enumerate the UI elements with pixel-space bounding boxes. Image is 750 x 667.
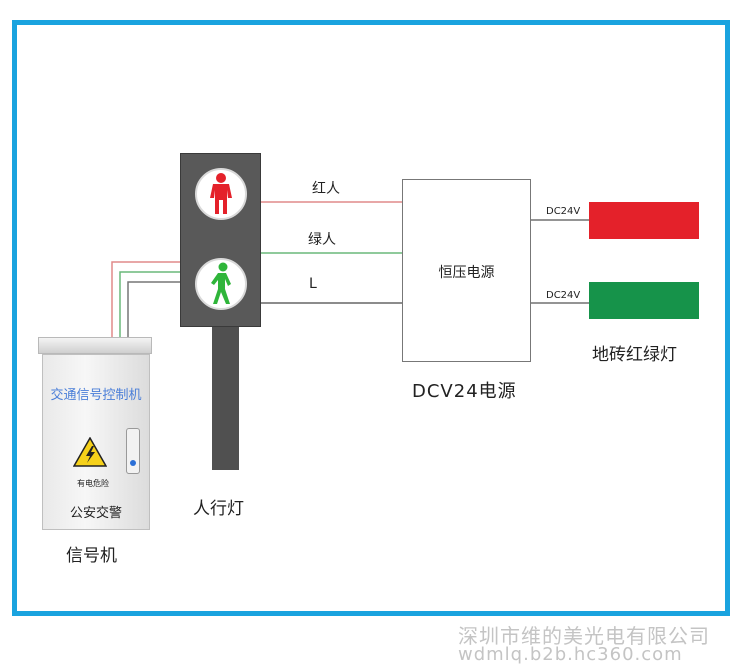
high-voltage-warning-icon: [73, 437, 107, 467]
controller-label: 信号机: [66, 546, 117, 566]
watermark-url: wdmlq.b2b.hc360.com: [458, 644, 683, 665]
ctrl-wire-green: [119, 271, 180, 337]
walking-man-icon: [211, 262, 231, 304]
dc-green-voltage: DC24V: [546, 290, 581, 301]
pedestrian-light-label: 人行灯: [193, 499, 244, 519]
dc-red-voltage: DC24V: [546, 206, 581, 217]
controller-bottom-text: 公安交警: [69, 506, 122, 521]
power-supply-label: 恒压电源: [438, 265, 495, 281]
cabinet-handle: [126, 428, 140, 474]
diagram-frame: [12, 20, 730, 616]
wire-red-label: 红人: [312, 181, 340, 197]
light-pole: [212, 327, 239, 470]
pedestrian-light-head: [180, 153, 261, 327]
ground-tile-label: 地砖红绿灯: [592, 345, 677, 365]
wire-l-label: L: [309, 276, 317, 292]
red-lamp: [195, 168, 247, 220]
ctrl-wire-l: [127, 281, 180, 337]
ctrl-wire-red: [111, 261, 180, 337]
lock-dot: [130, 460, 136, 466]
green-lamp: [195, 258, 247, 310]
controller-title: 交通信号控制机: [50, 388, 142, 403]
warning-text: 有电危险: [77, 479, 109, 488]
power-supply-box: [402, 179, 531, 362]
ground-tile-green-light: [589, 282, 699, 319]
wire-green-label: 绿人: [308, 232, 336, 248]
red-man-icon: [210, 173, 232, 214]
ground-tile-red-light: [589, 202, 699, 239]
controller-roof: [38, 337, 152, 354]
power-supply-caption: DCV24电源: [412, 381, 517, 402]
watermark-company: 深圳市维的美光电有限公司: [458, 624, 710, 648]
